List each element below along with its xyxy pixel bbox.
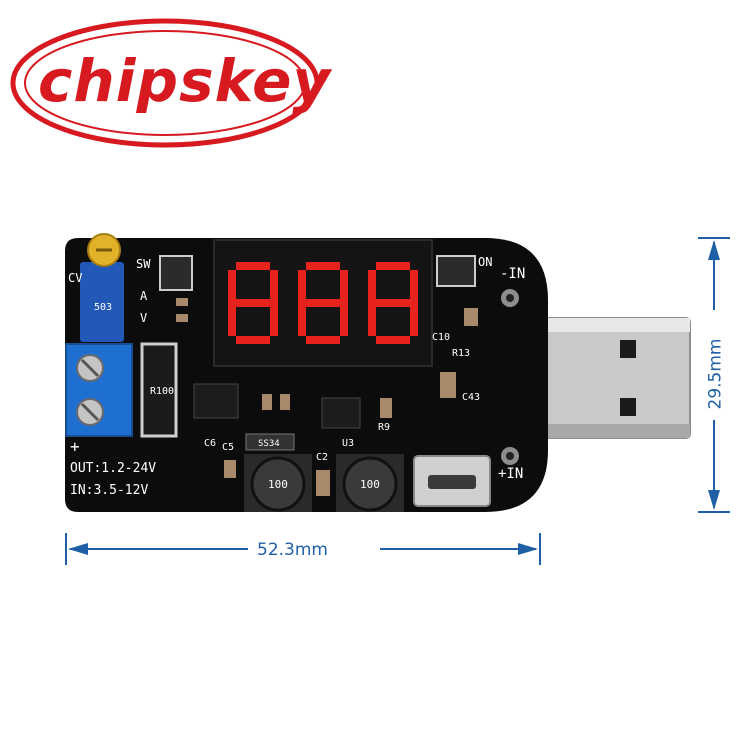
display-segment (340, 303, 348, 336)
ic-chip (321, 397, 361, 429)
diode (245, 433, 295, 451)
screw-terminal (65, 343, 133, 437)
silk-a: A (140, 289, 148, 303)
display-segment (270, 270, 278, 303)
logo-oval (10, 18, 320, 148)
usb-plug (504, 317, 691, 439)
display-segment (368, 270, 376, 303)
display-segment (376, 299, 410, 307)
display-segment (298, 303, 306, 336)
silk-c10: C10 (432, 332, 450, 343)
display-segment (228, 270, 236, 303)
inductor-left (244, 454, 312, 512)
smd-components (176, 298, 478, 496)
display-segment (410, 270, 418, 303)
silkscreen-labels: SW ON -IN +IN CV A V R100 OUT:1.2-24V IN… (68, 255, 525, 498)
silk-pot-value: 503 (94, 302, 112, 313)
display-segment (298, 270, 306, 303)
silk-v: V (140, 311, 147, 325)
height-label: 29.5mm (705, 334, 726, 414)
silk-minus-in: -IN (500, 266, 525, 282)
display-segment (228, 303, 236, 336)
display-segment (236, 262, 270, 270)
silk-in-range: IN:3.5-12V (70, 483, 148, 498)
silk-c5: C5 (222, 442, 234, 453)
width-label: 52.3mm (253, 540, 332, 560)
silk-out-range: OUT:1.2-24V (70, 461, 156, 476)
silk-inductor-right: 100 (360, 478, 380, 491)
silk-r9: R9 (378, 422, 390, 433)
display-segment (410, 303, 418, 336)
potentiometer (80, 233, 124, 342)
silk-u3: U3 (342, 438, 354, 449)
brand-logo-text: chipskey (38, 47, 332, 115)
usb-hole-top (620, 340, 636, 358)
display-digits (228, 262, 418, 344)
display-segment (306, 299, 340, 307)
display-segment (376, 336, 410, 344)
inductor-right (336, 454, 404, 512)
display-segment (368, 303, 376, 336)
height-dimension-arrow (698, 237, 730, 513)
logo-inner-oval (24, 30, 306, 136)
display-segment (376, 262, 410, 270)
silk-r13: R13 (452, 348, 470, 359)
silk-on: ON (478, 255, 492, 269)
ic-chip (193, 383, 239, 419)
display-segment (306, 262, 340, 270)
width-dimension-arrow (65, 533, 541, 565)
usb-hole-bottom (620, 398, 636, 416)
switch-on (436, 255, 476, 287)
silk-plus-in: +IN (498, 466, 523, 482)
display-segment (236, 336, 270, 344)
silk-plus: + (70, 437, 80, 456)
display-segment (340, 270, 348, 303)
silk-r100: R100 (150, 386, 174, 397)
switch-sw (159, 255, 193, 291)
silk-ss34: SS34 (258, 439, 280, 449)
silk-c2: C2 (316, 452, 328, 463)
shunt-resistor (140, 342, 178, 438)
silk-inductor-left: 100 (268, 478, 288, 491)
silk-sw: SW (136, 257, 151, 271)
silk-cv: CV (68, 271, 82, 285)
display-segment (306, 336, 340, 344)
silk-c43: C43 (462, 392, 480, 403)
display-segment (270, 303, 278, 336)
display-segment (236, 299, 270, 307)
silk-c6: C6 (204, 438, 216, 449)
